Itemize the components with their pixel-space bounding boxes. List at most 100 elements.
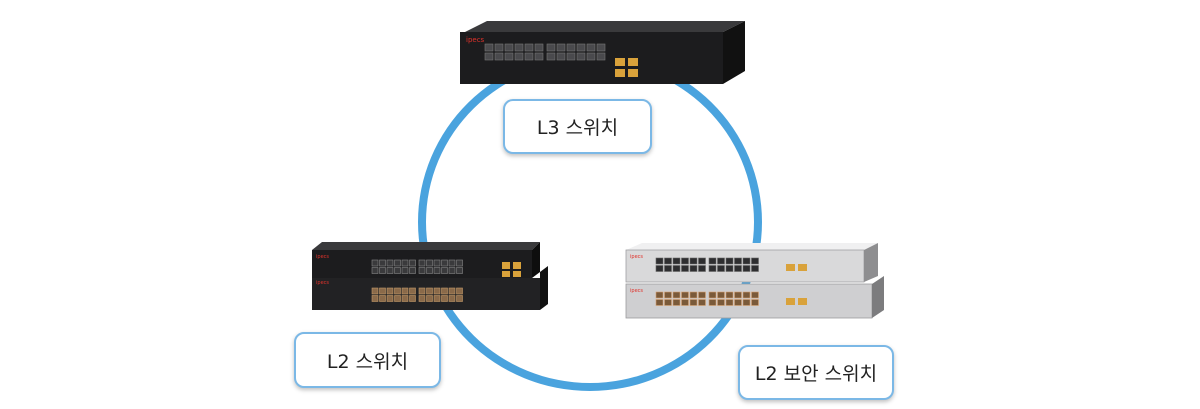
rj45-port xyxy=(456,267,463,274)
rj45-port xyxy=(418,267,426,274)
rj45-port xyxy=(751,265,759,272)
rj45-port xyxy=(494,52,504,61)
rj45-port xyxy=(751,299,759,306)
rj45-port xyxy=(514,43,524,52)
rj45-port xyxy=(418,287,426,295)
rj45-port xyxy=(566,43,576,52)
brand-logo: ipecs xyxy=(316,280,329,286)
rj45-port xyxy=(708,299,717,306)
rj45-port xyxy=(441,287,448,295)
rj45-port xyxy=(672,265,681,272)
sfp-port-group xyxy=(786,264,807,305)
rj45-port xyxy=(448,287,456,295)
rj45-port xyxy=(689,299,698,306)
rj45-port xyxy=(379,259,386,267)
rj45-port xyxy=(655,265,664,272)
rj45-port xyxy=(379,267,386,274)
rj45-port xyxy=(426,295,433,302)
rj45-port xyxy=(394,259,401,267)
l3-switch-label: L3 스위치 xyxy=(503,99,652,154)
rj45-port xyxy=(409,267,416,274)
rj45-port xyxy=(672,291,681,299)
rj45-port xyxy=(409,259,416,267)
rj45-port xyxy=(717,299,725,306)
rj45-port xyxy=(484,52,494,61)
rj45-port xyxy=(742,291,751,299)
rj45-port xyxy=(576,52,586,61)
rj45-port xyxy=(586,43,596,52)
rj45-port xyxy=(433,259,441,267)
rj45-port xyxy=(672,299,681,306)
l2-security-switch-label: L2 보안 스위치 xyxy=(738,345,894,400)
rj45-port xyxy=(689,257,698,265)
rj45-port xyxy=(456,287,463,295)
rj45-port xyxy=(394,267,401,274)
rj45-port xyxy=(717,265,725,272)
rj45-port xyxy=(433,287,441,295)
rj45-port xyxy=(418,295,426,302)
rj45-port-grid xyxy=(484,43,606,61)
rj45-port xyxy=(426,287,433,295)
rj45-port xyxy=(734,265,742,272)
rj45-port xyxy=(655,291,664,299)
rj45-port xyxy=(534,52,544,61)
rj45-port xyxy=(386,295,394,302)
rj45-port xyxy=(386,259,394,267)
rj45-port xyxy=(708,257,717,265)
rj45-port xyxy=(556,43,566,52)
rj45-port xyxy=(456,259,463,267)
rj45-port xyxy=(734,291,742,299)
rj45-port xyxy=(394,287,401,295)
rj45-port xyxy=(717,257,725,265)
rj45-port xyxy=(556,52,566,61)
rj45-port xyxy=(689,265,698,272)
rj45-port xyxy=(371,267,379,274)
rj45-port xyxy=(494,43,504,52)
rj45-port xyxy=(401,267,409,274)
brand-logo: ipecs xyxy=(316,254,329,260)
rj45-port xyxy=(448,295,456,302)
brand-logo: ipecs xyxy=(630,254,643,260)
rj45-port xyxy=(751,257,759,265)
sfp-port-group xyxy=(615,58,638,77)
rj45-port xyxy=(426,267,433,274)
rj45-port xyxy=(433,267,441,274)
l2-switch-stack: ipecs ipecs xyxy=(312,242,548,310)
brand-logo: ipecs xyxy=(466,36,485,44)
rj45-port xyxy=(409,287,416,295)
rj45-port xyxy=(433,295,441,302)
rj45-port xyxy=(664,257,672,265)
rj45-port xyxy=(441,295,448,302)
rj45-port xyxy=(681,257,689,265)
rj45-port xyxy=(725,257,734,265)
rj45-port xyxy=(394,295,401,302)
rj45-port xyxy=(664,265,672,272)
rj45-port xyxy=(566,52,576,61)
rj45-port xyxy=(698,257,706,265)
rj45-port xyxy=(504,52,514,61)
rj45-port xyxy=(484,43,494,52)
rj45-port xyxy=(456,295,463,302)
rj45-port xyxy=(386,267,394,274)
sfp-port-group xyxy=(502,262,521,277)
rj45-port xyxy=(504,43,514,52)
l3-switch: ipecs xyxy=(460,21,745,84)
rj45-port xyxy=(742,265,751,272)
rj45-port xyxy=(725,265,734,272)
rj45-port-grid xyxy=(371,287,463,302)
rj45-port xyxy=(371,259,379,267)
rj45-port xyxy=(401,287,409,295)
rj45-port xyxy=(401,295,409,302)
rj45-port xyxy=(418,259,426,267)
rj45-port xyxy=(596,52,606,61)
rj45-port xyxy=(698,291,706,299)
rj45-port xyxy=(534,43,544,52)
rj45-port xyxy=(546,52,556,61)
rj45-port xyxy=(664,291,672,299)
rj45-port xyxy=(655,299,664,306)
rj45-port xyxy=(426,259,433,267)
rj45-port xyxy=(681,265,689,272)
rj45-port xyxy=(524,43,534,52)
rj45-port xyxy=(751,291,759,299)
rj45-port xyxy=(698,265,706,272)
